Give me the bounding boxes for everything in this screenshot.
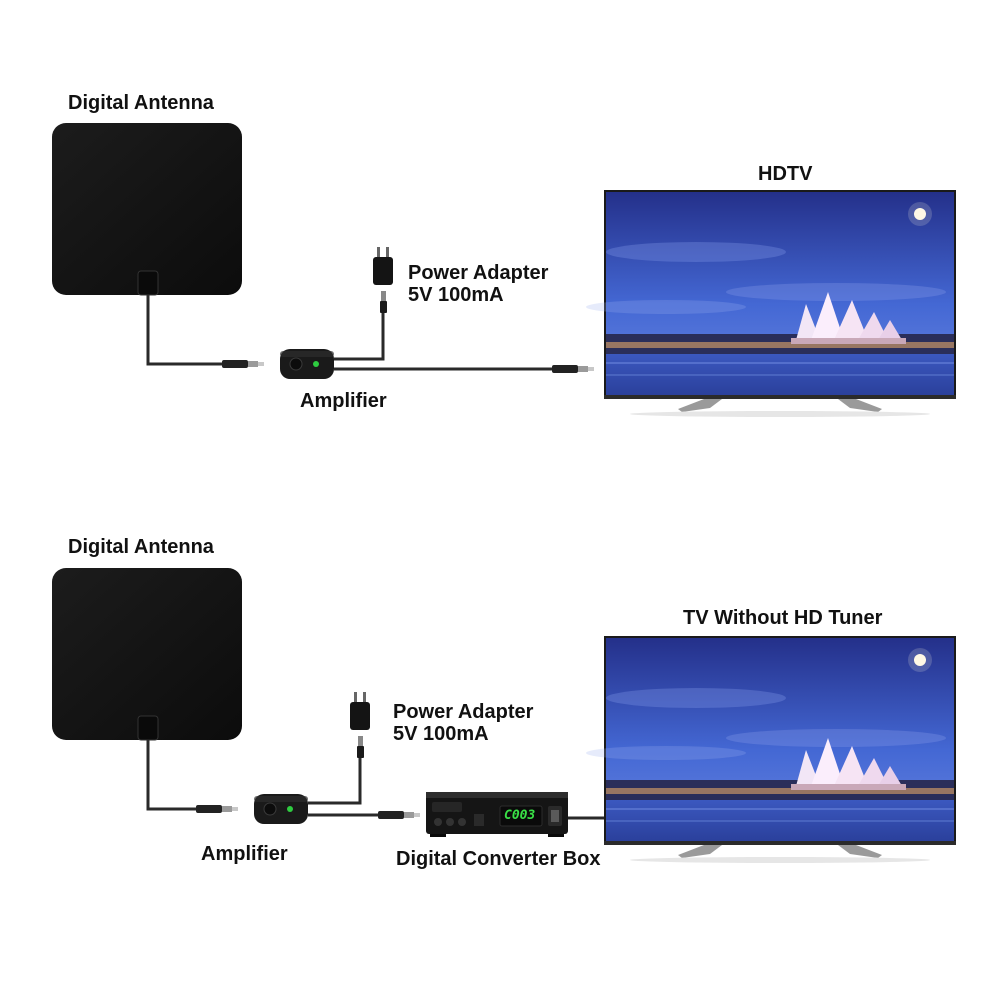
- antenna-label: Digital Antenna: [68, 92, 214, 114]
- amplifier-label: Amplifier: [201, 843, 288, 865]
- tv-without-hd-tuner-icon: [586, 636, 956, 863]
- converter-box-label: Digital Converter Box: [396, 848, 601, 870]
- amplifier-icon: [279, 348, 335, 380]
- digital-converter-box-icon: [426, 792, 568, 837]
- power-adapter-icon: [350, 692, 370, 758]
- hdtv-icon: [586, 190, 956, 417]
- amplifier-label: Amplifier: [300, 390, 387, 412]
- antenna-cable: [146, 295, 222, 366]
- tv-label: TV Without HD Tuner: [683, 607, 883, 629]
- antenna-cable: [146, 740, 196, 811]
- power-adapter-label: Power Adapter: [393, 701, 534, 723]
- power-adapter-label: Power Adapter: [408, 262, 549, 284]
- coax-connector-icon: [222, 360, 264, 368]
- panel-2: [51, 567, 956, 863]
- power-adapter-spec-label: 5V 100mA: [393, 723, 489, 745]
- power-cable: [308, 758, 362, 805]
- coax-connector-icon: [378, 811, 420, 819]
- digital-antenna-icon: [51, 567, 243, 741]
- coax-connector-icon: [552, 365, 594, 373]
- amplifier-icon: [253, 793, 309, 825]
- antenna-label: Digital Antenna: [68, 536, 214, 558]
- power-adapter-icon: [373, 247, 393, 313]
- power-cable: [334, 313, 385, 361]
- converter-display-text: C003: [504, 808, 536, 823]
- tv-label: HDTV: [758, 163, 813, 185]
- panel-1: [51, 122, 956, 417]
- digital-antenna-icon: [51, 122, 243, 296]
- power-adapter-spec-label: 5V 100mA: [408, 284, 504, 306]
- coax-connector-icon: [196, 805, 238, 813]
